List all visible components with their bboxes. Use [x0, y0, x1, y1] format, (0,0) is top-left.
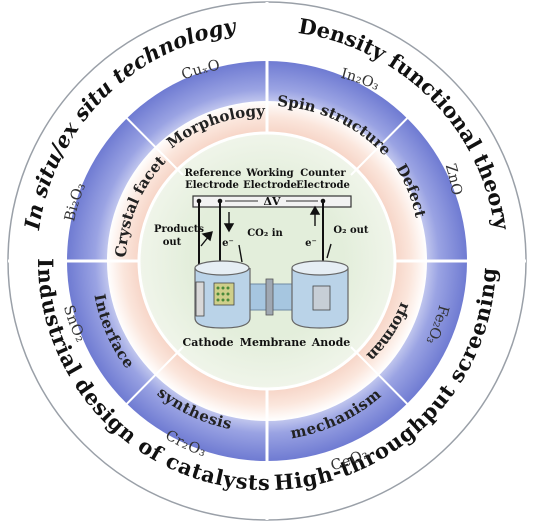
- anode-label: Anode: [311, 336, 351, 349]
- counter-label: Counter: [300, 168, 346, 179]
- electron-left-label: e⁻: [222, 238, 234, 249]
- electron-right-label: e⁻: [305, 238, 317, 249]
- electrochemical-cell: ΔV Reference Electrode Working Electrode…: [154, 168, 369, 349]
- o2-out-label: O₂ out: [333, 225, 369, 236]
- counter-electrode-icon: [312, 285, 331, 311]
- material-zno: ZnO: [442, 162, 465, 197]
- reference-label-2: Electrode: [185, 180, 239, 191]
- ring-dividers: [8, 2, 526, 520]
- co2-in-label: CO₂ in: [247, 228, 283, 239]
- products-label: Products: [154, 224, 204, 235]
- membrane-icon: [265, 278, 274, 316]
- membrane-label: Membrane: [240, 336, 306, 349]
- potentiostat-bar: [192, 195, 352, 208]
- delta-v-label: ΔV: [263, 195, 281, 208]
- reference-electrode-icon: [195, 281, 205, 317]
- cathode-label: Cathode: [183, 336, 234, 349]
- products-label-2: out: [163, 237, 182, 248]
- working-label: Working: [245, 168, 293, 179]
- counter-label-2: Electrode: [296, 180, 350, 191]
- reference-label: Reference: [185, 168, 242, 179]
- working-label-2: Electrode: [243, 180, 297, 191]
